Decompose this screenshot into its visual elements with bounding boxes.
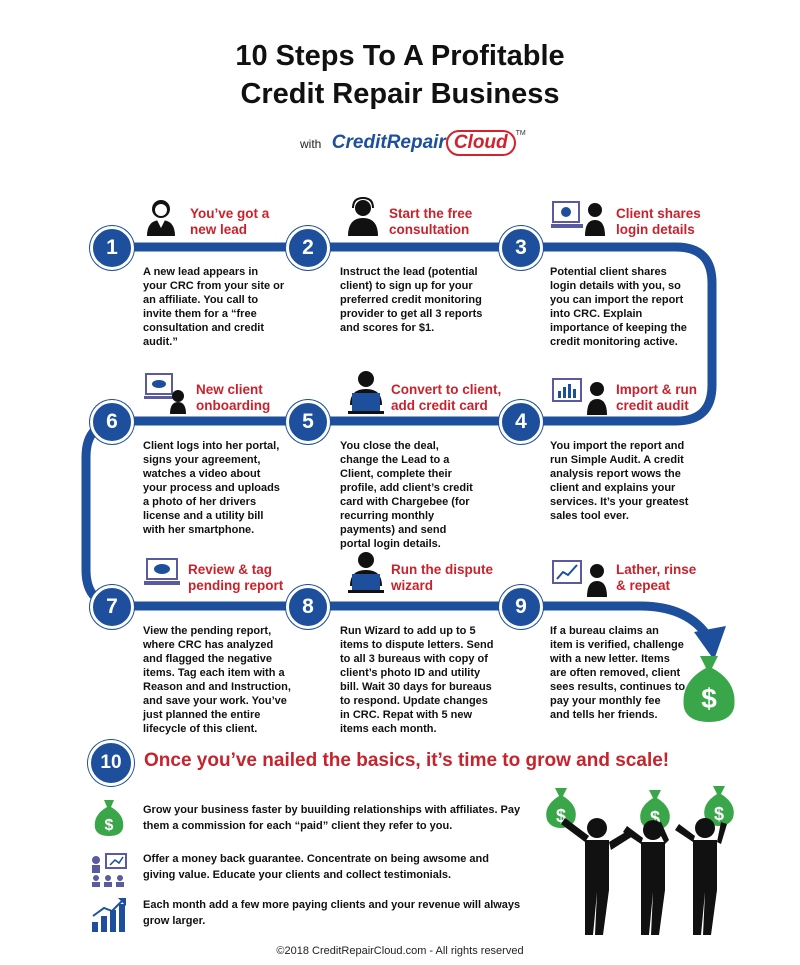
money-bag-small-icon: $ bbox=[94, 800, 124, 836]
celebrating-people-illustration: $ $ $ bbox=[546, 786, 734, 935]
step-number-6: 6 bbox=[90, 400, 134, 444]
step-number-5: 5 bbox=[286, 400, 330, 444]
step-number-9: 9 bbox=[499, 585, 543, 629]
page-title-line2: Credit Repair Business bbox=[240, 78, 560, 110]
headset-operator-icon bbox=[348, 196, 378, 236]
bag-dollar-2: $ bbox=[650, 808, 660, 828]
step-number-8: 8 bbox=[286, 585, 330, 629]
chart-woman-icon bbox=[552, 378, 607, 415]
step-number-7: 7 bbox=[90, 585, 134, 629]
step-number-3: 3 bbox=[499, 226, 543, 270]
cloud-laptop-woman-icon bbox=[144, 373, 186, 414]
bag-dollar-1: $ bbox=[556, 806, 566, 826]
step-desc-7: View the pending report,where CRC has an… bbox=[143, 625, 291, 735]
step-number-10: 10 bbox=[88, 740, 134, 786]
logo-cloud: Cloud bbox=[445, 130, 516, 156]
step-title-9: Lather, rinse& repeat bbox=[616, 562, 697, 593]
person-laptop-icon bbox=[348, 371, 384, 414]
money-bag-icon: $ bbox=[683, 656, 735, 722]
footer-copyright: ©2018 CreditRepairCloud.com - All rights… bbox=[276, 945, 524, 957]
woman-headset-icon bbox=[147, 200, 175, 236]
step-number-2: 2 bbox=[286, 226, 330, 270]
logo-tm: TM bbox=[515, 130, 526, 137]
laptop-woman-icon bbox=[551, 201, 605, 236]
tip-more-clients: Each month add a few more paying clients… bbox=[143, 899, 521, 927]
step-number-4: 4 bbox=[499, 400, 543, 444]
person-laptop-icon-2 bbox=[348, 552, 384, 593]
with-label: with bbox=[300, 137, 322, 151]
tip-affiliates: Grow your business faster by buuilding r… bbox=[143, 804, 521, 832]
step-desc-6: Client logs into her portal,signs your a… bbox=[143, 440, 280, 536]
cloud-laptop-icon bbox=[144, 558, 180, 585]
page-title-line1: 10 Steps To A Profitable bbox=[235, 40, 565, 72]
bag-dollar-small: $ bbox=[105, 817, 114, 834]
presentation-audience-icon bbox=[92, 853, 127, 887]
step-number-1: 1 bbox=[90, 226, 134, 270]
step-title-5: Convert to client,add credit card bbox=[391, 382, 502, 413]
growth-chart-icon bbox=[92, 898, 126, 932]
tip-guarantee: Offer a money back guarantee. Concentrat… bbox=[143, 853, 489, 881]
money-bag-dollar: $ bbox=[701, 683, 717, 714]
step-10-heading: Once you’ve nailed the basics, it’s time… bbox=[144, 750, 670, 771]
growth-woman-icon bbox=[552, 560, 607, 597]
logo-text: CreditRepair bbox=[331, 132, 446, 153]
bag-dollar-3: $ bbox=[714, 804, 724, 824]
